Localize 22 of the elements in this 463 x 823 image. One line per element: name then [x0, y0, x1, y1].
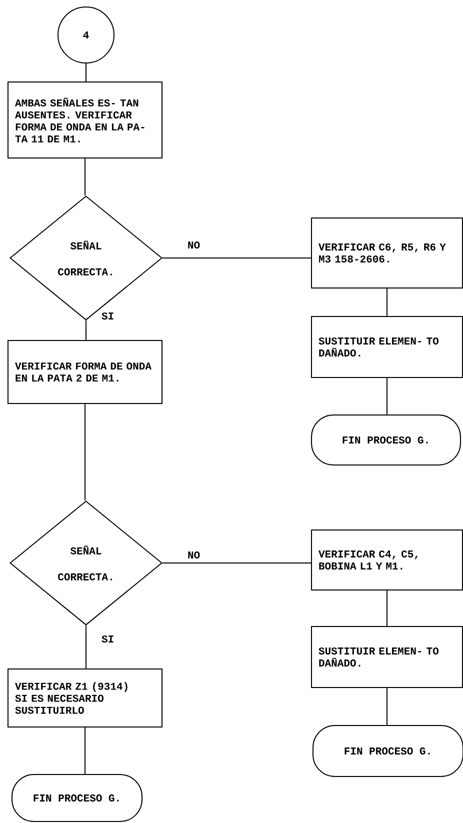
- process-box: SUSTITUIR ELEMEN- TO DAÑADO.: [311, 626, 463, 688]
- connector-line: [386, 688, 388, 726]
- connector-line: [84, 158, 86, 196]
- connector-line: [84, 727, 86, 774]
- connector-line: [386, 590, 388, 626]
- edge-label: NO: [186, 240, 202, 250]
- terminal-box: FIN PROCESO G.: [12, 774, 142, 822]
- process-box: AMBAS SEÑALES ES- TAN AUSENTES. VERIFICAR FORMA DE ONDA EN LA PA- TA 11 DE M1.: [8, 82, 162, 159]
- process-box: VERIFICAR C4, C5, BOBINA L1 Y M1.: [311, 530, 463, 590]
- edge-label: NO: [186, 550, 202, 560]
- process-box: VERIFICAR Z1 (9314) SI ES NECESARIO SUSTITUIRLO: [8, 668, 162, 728]
- connector-line: [84, 404, 86, 501]
- edge-label: SI: [100, 311, 116, 321]
- edge-label: SI: [100, 634, 116, 644]
- connector-line: [386, 288, 388, 316]
- terminal-box: FIN PROCESO G.: [312, 725, 463, 777]
- terminal-box: FIN PROCESO G.: [311, 414, 461, 466]
- connector-line: [386, 378, 388, 415]
- connector-line: [162, 562, 312, 564]
- process-box: SUSTITUIR ELEMEN- TO DAÑADO.: [311, 316, 463, 378]
- process-box: VERIFICAR FORMA DE ONDA EN LA PATA 2 DE M1.: [8, 340, 162, 404]
- process-box: VERIFICAR C6, R5, R6 Y M3 158-2606.: [311, 218, 463, 288]
